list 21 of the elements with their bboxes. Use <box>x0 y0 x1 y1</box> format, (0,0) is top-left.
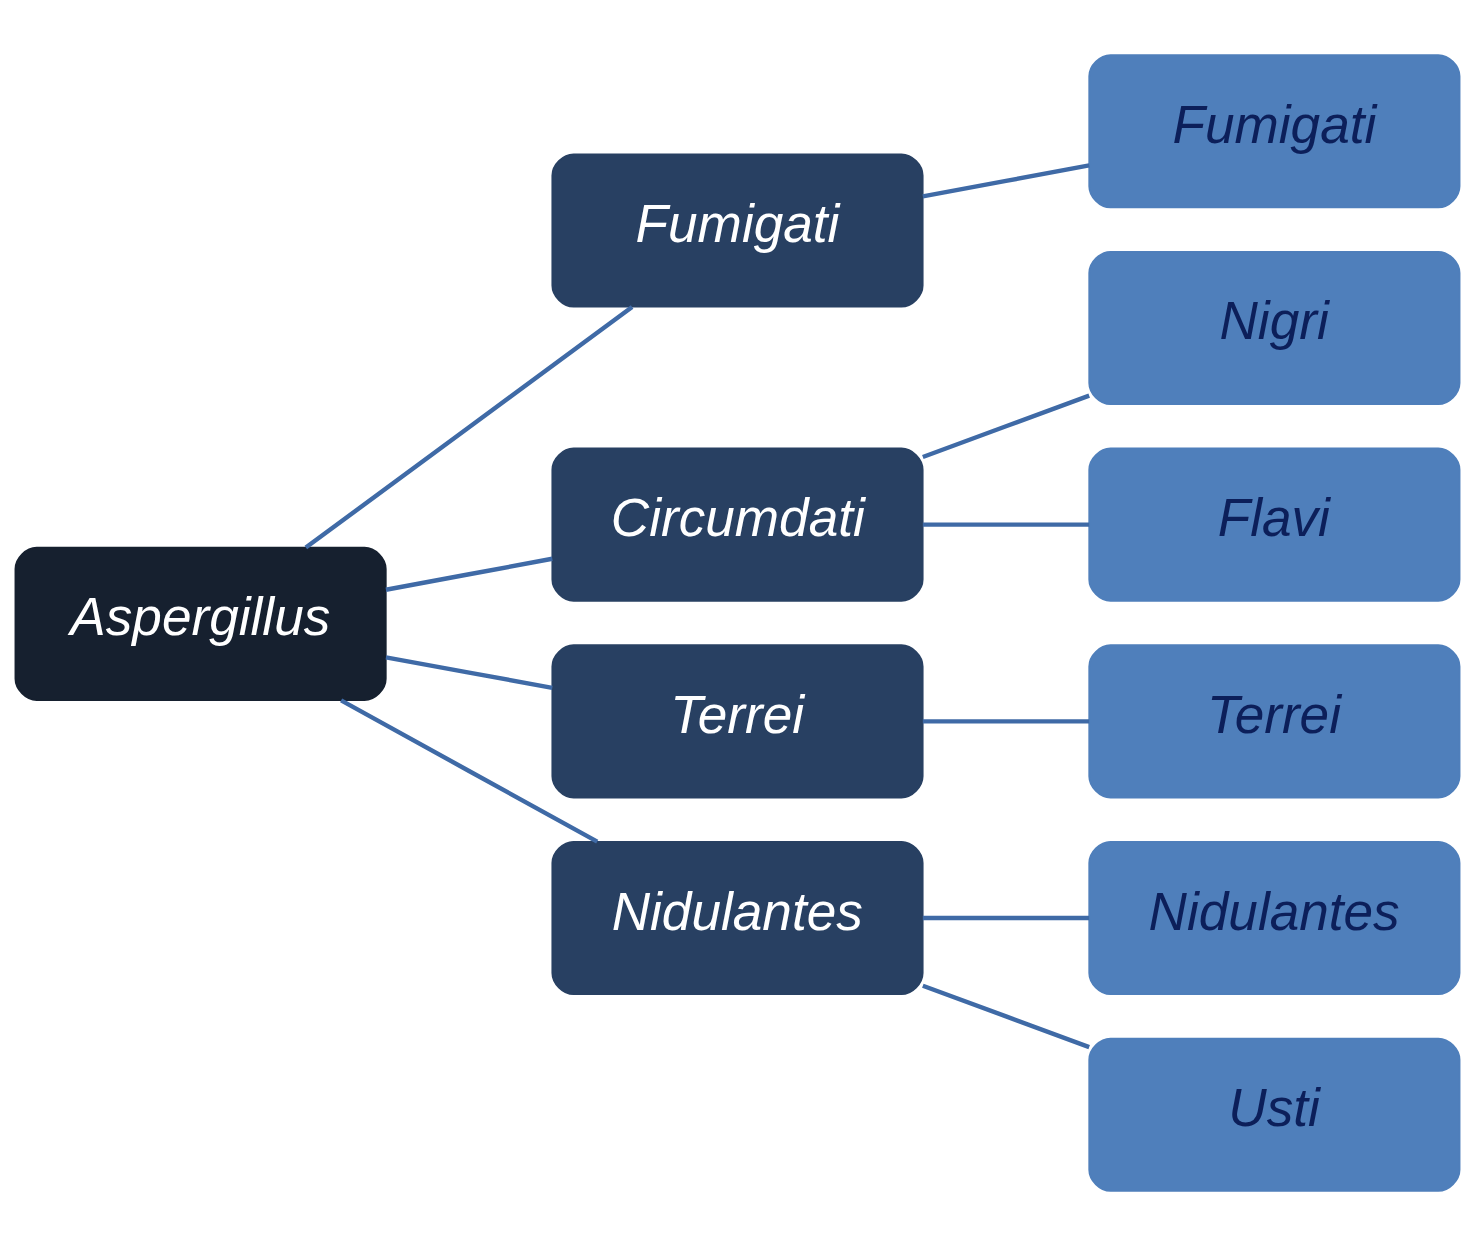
connector <box>340 697 599 844</box>
connector <box>922 915 1090 920</box>
connector <box>922 393 1090 459</box>
node-box: Nidulantes <box>551 840 924 995</box>
connector <box>922 162 1090 199</box>
node-box: Terrei <box>1088 643 1461 798</box>
connector <box>922 983 1090 1049</box>
connector <box>922 718 1090 724</box>
node-box: Terrei <box>551 643 924 798</box>
node-box: Nigri <box>1088 250 1461 405</box>
node-box: Fumigati <box>551 152 924 308</box>
connector <box>922 521 1090 527</box>
node-box: Flavi <box>1088 447 1461 602</box>
node-box: Usti <box>1088 1037 1461 1192</box>
node-box: Circumdati <box>551 447 924 602</box>
node-box: Fumigati <box>1088 53 1461 208</box>
connector <box>304 304 634 549</box>
node-box: Nidulantes <box>1088 840 1461 995</box>
connector <box>385 654 553 690</box>
connector <box>385 556 553 592</box>
node-box: Aspergillus <box>14 546 387 701</box>
